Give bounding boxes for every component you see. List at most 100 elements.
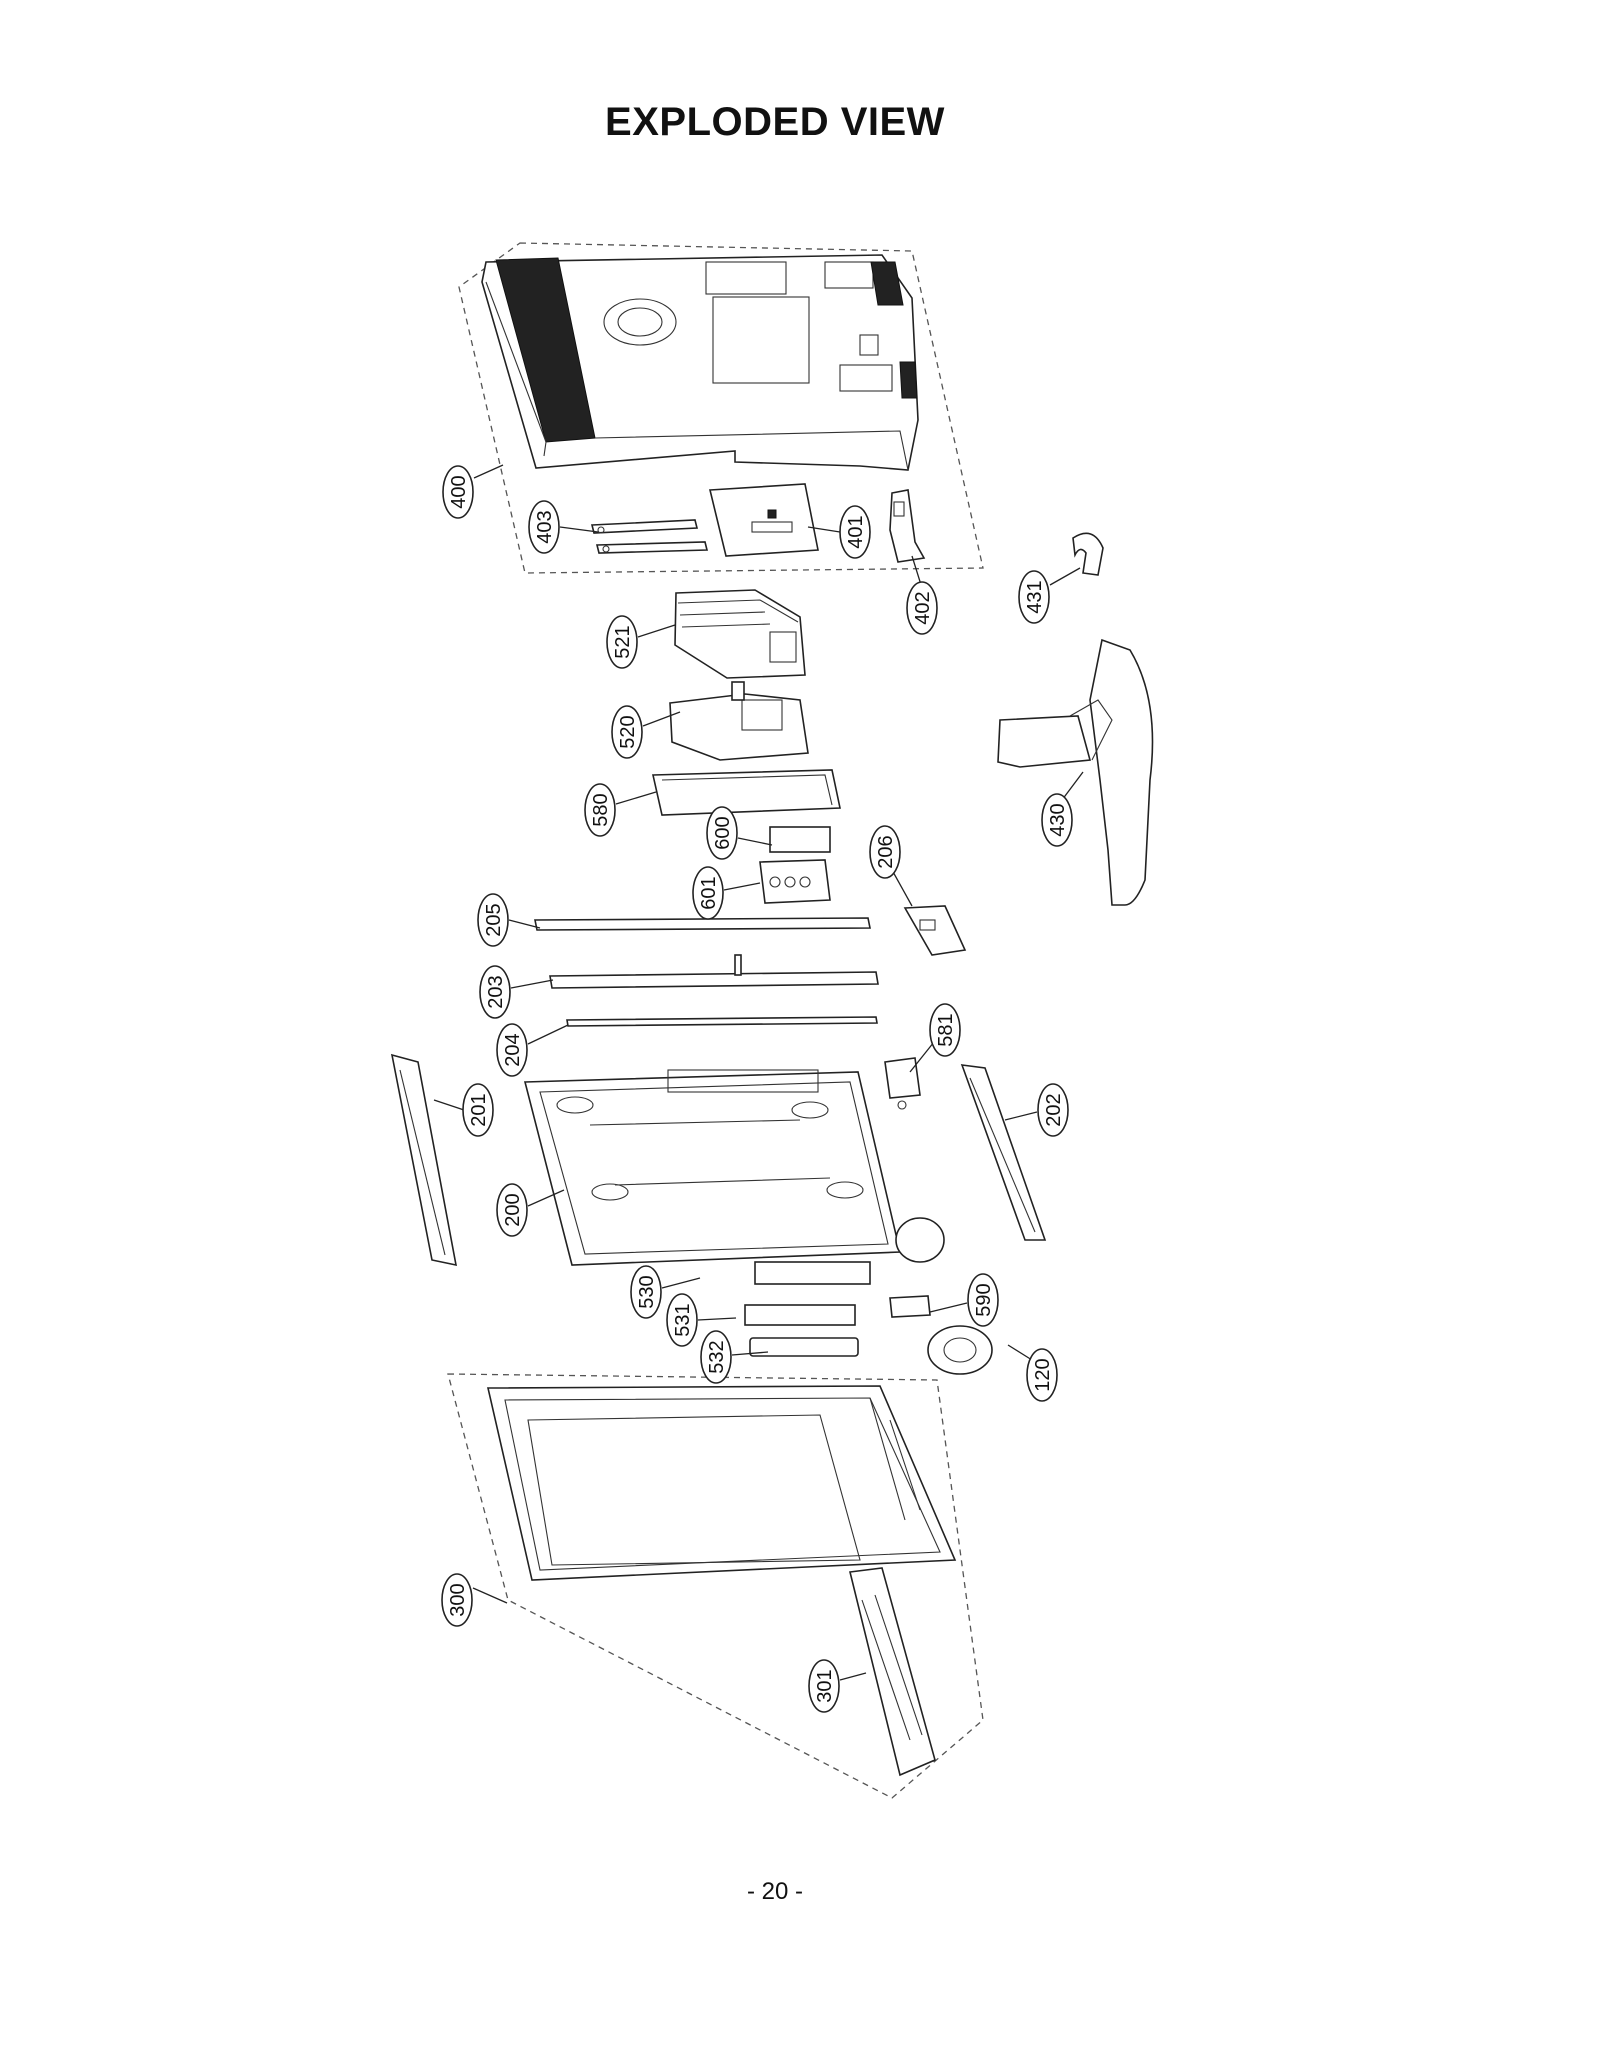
callout-number: 400 [448,475,470,508]
callout-oval [528,500,560,554]
key-board [744,1304,856,1326]
small-board [889,1295,931,1318]
right-side-frame [960,1064,1047,1241]
callout-number: 300 [447,1583,469,1616]
main-board [669,681,809,761]
strip [566,1016,878,1027]
front-cabinet [486,1385,957,1581]
callout-number: 204 [502,1033,524,1066]
leader-line-201 [433,1099,465,1111]
stand-hinge-cover [1072,532,1104,576]
callout-590: 590 [967,1273,999,1327]
leader-line-521 [637,624,676,638]
callout-number: 402 [912,591,934,624]
callout-number: 580 [590,793,612,826]
speaker-grille [849,1567,936,1777]
front-cabinet-group-outline [447,1373,984,1799]
callout-number: 200 [502,1193,524,1226]
callout-531: 531 [666,1293,698,1347]
leader-line-206 [891,869,913,907]
callout-oval [496,1183,528,1237]
callout-205: 205 [477,893,509,947]
callout-oval [1037,1083,1069,1137]
callout-203: 203 [479,965,511,1019]
callout-oval [496,1023,528,1077]
callout-oval [706,806,738,860]
callout-431: 431 [1018,570,1050,624]
leader-line-204 [527,1024,569,1045]
leader-line-205 [508,919,541,929]
callout-oval [906,581,938,635]
leader-line-581 [909,1041,935,1073]
leader-line-580 [615,791,657,805]
callout-300: 300 [441,1573,473,1627]
callout-oval [1041,793,1073,847]
callout-oval [611,705,643,759]
stand-base [997,638,1154,906]
main-board-shield [674,589,806,679]
side-bracket [903,905,967,956]
callout-oval [477,893,509,947]
power-board-frame [652,769,841,816]
callout-oval [441,1573,473,1627]
shield-cover [708,483,819,557]
callout-number: 600 [712,816,734,849]
callout-number: 581 [935,1013,957,1046]
leader-line-601 [723,882,761,891]
callout-430: 430 [1041,793,1073,847]
callout-number: 202 [1043,1093,1065,1126]
leader-line-203 [510,979,554,989]
left-side-frame [390,1053,458,1267]
callout-oval [630,1265,662,1319]
callout-number: 205 [483,903,505,936]
callout-number: 120 [1032,1358,1054,1391]
callout-580: 580 [584,783,616,837]
callout-oval [692,866,724,920]
callout-301: 301 [808,1659,840,1713]
callout-oval [666,1293,698,1347]
leader-line-120 [1007,1344,1033,1361]
middle-rail [549,954,879,989]
callout-206: 206 [869,825,901,879]
callout-oval [1026,1348,1058,1402]
callout-204: 204 [496,1023,528,1077]
hinge-bracket [889,489,926,563]
callout-202: 202 [1037,1083,1069,1137]
callout-number: 521 [612,625,634,658]
callout-number: 590 [973,1283,995,1316]
leader-line-531 [697,1317,737,1321]
callout-number: 430 [1047,803,1069,836]
callout-number: 203 [485,975,507,1008]
rear-cover [481,254,919,471]
callout-521: 521 [606,615,638,669]
callout-number: 301 [814,1669,836,1702]
callout-oval [462,1083,494,1137]
page-number: - 20 - [746,1878,803,1905]
callout-number: 601 [698,876,720,909]
leader-line-431 [1049,567,1081,586]
ir-board-holder [759,859,831,904]
callout-601: 601 [692,866,724,920]
callout-520: 520 [611,705,643,759]
top-rail [534,917,871,931]
leader-line-301 [839,1672,867,1681]
leader-line-400 [473,464,504,479]
leader-line-403 [559,526,599,533]
callout-oval [700,1330,732,1384]
callout-600: 600 [706,806,738,860]
callout-403: 403 [528,500,560,554]
callout-number: 201 [468,1093,490,1126]
button-bar [749,1337,859,1357]
leader-line-202 [1004,1111,1038,1121]
ir-board [769,826,831,853]
leader-line-300 [472,1587,508,1604]
leader-line-532 [731,1351,769,1356]
callout-number: 531 [672,1303,694,1336]
callout-number: 520 [617,715,639,748]
leader-line-200 [527,1189,565,1207]
callout-number: 431 [1024,580,1046,613]
callout-oval [606,615,638,669]
callout-oval [442,465,474,519]
